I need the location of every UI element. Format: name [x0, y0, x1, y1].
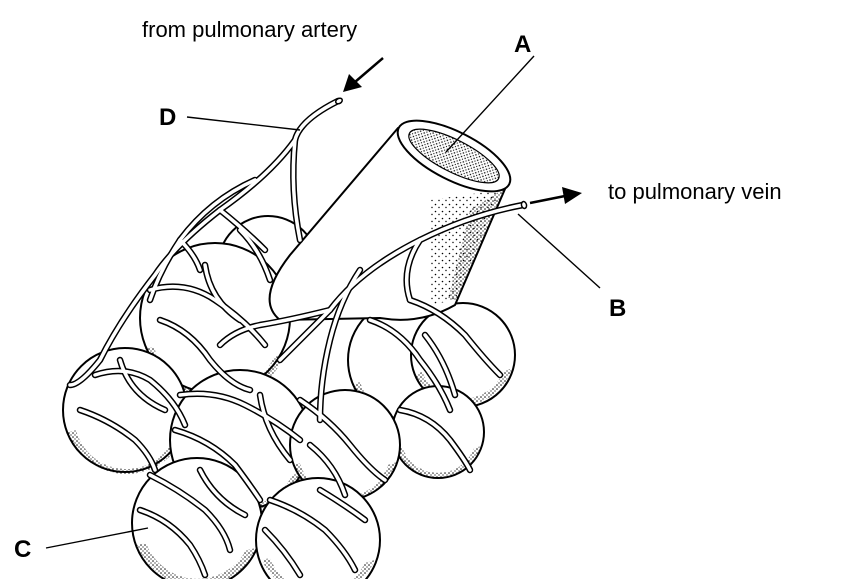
label-b: B — [609, 295, 626, 322]
label-to-vein: to pulmonary vein — [608, 179, 782, 204]
label-a: A — [514, 31, 531, 58]
leader-line-d — [187, 117, 300, 130]
leader-line-b — [518, 214, 600, 288]
label-from-artery: from pulmonary artery — [142, 17, 357, 42]
label-d: D — [159, 104, 176, 131]
leader-line-a — [446, 56, 534, 152]
label-c: C — [14, 536, 31, 563]
leader-line-c — [46, 528, 148, 548]
arrow-from-artery — [343, 58, 383, 92]
arrow-to-vein — [530, 187, 582, 204]
